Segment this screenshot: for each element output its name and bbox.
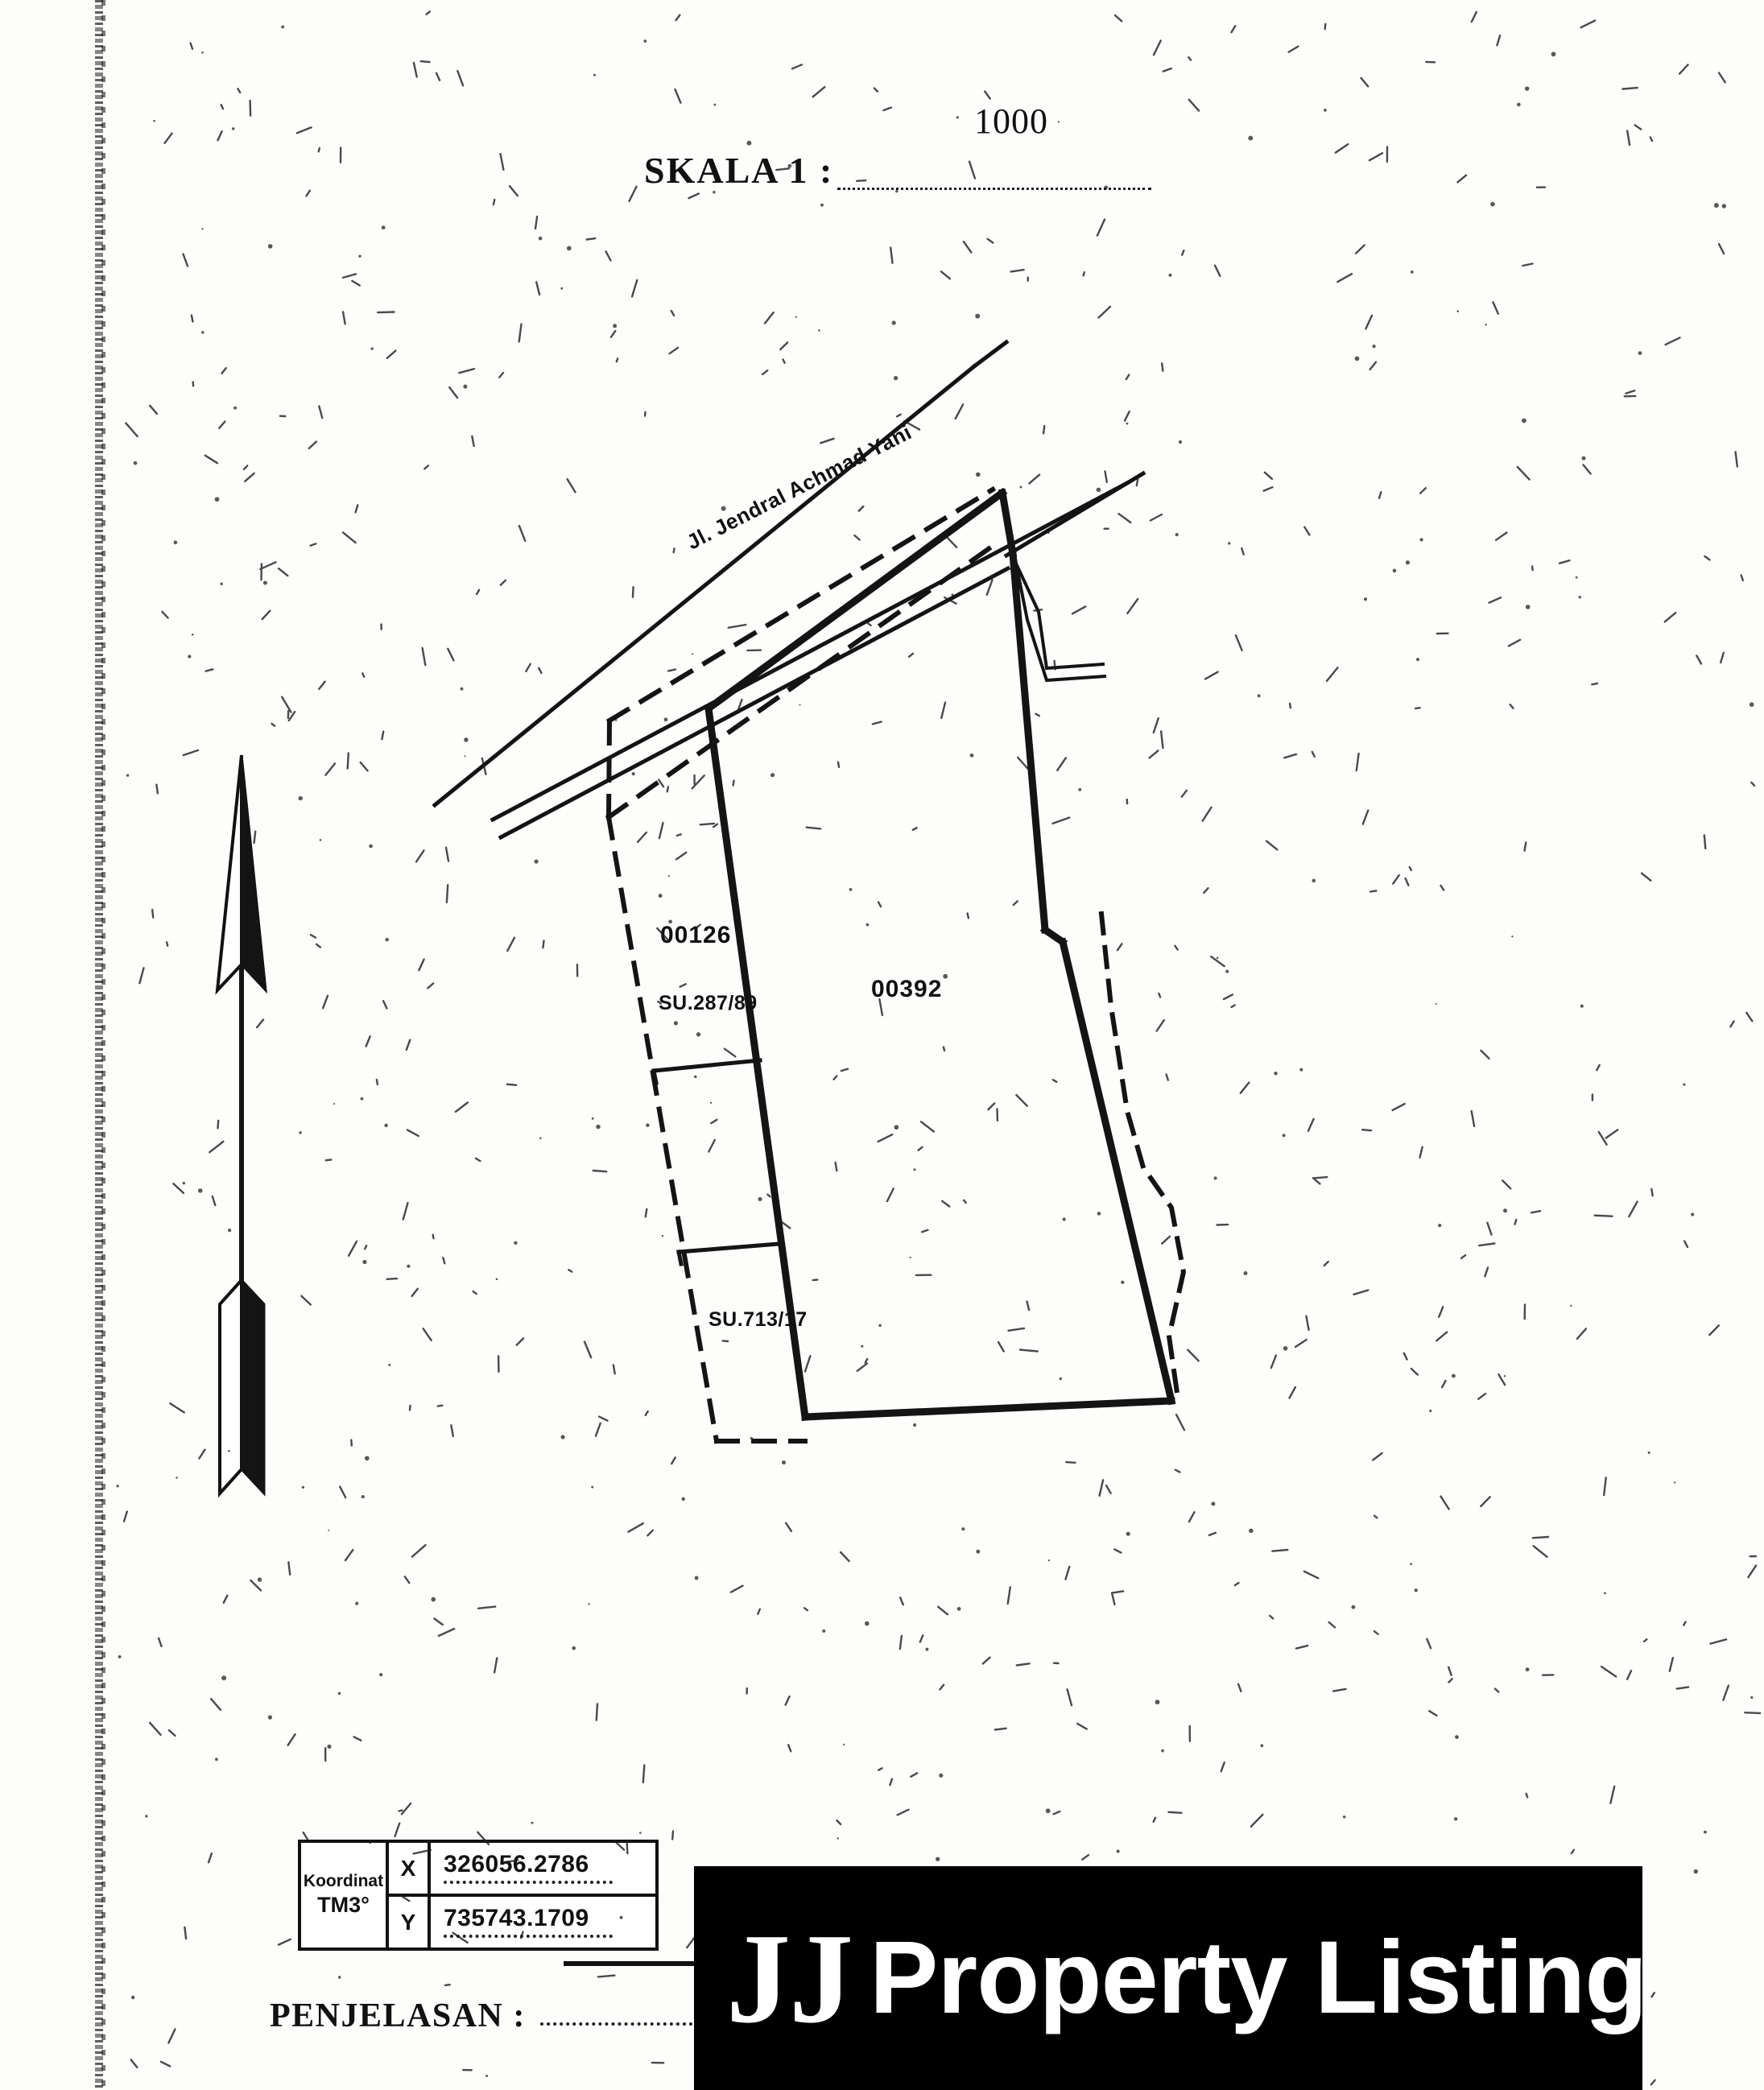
parcel-boundary-east-lower [1058, 937, 1176, 1406]
scan-edge-artifact [95, 0, 103, 2090]
survey-ref-su287: SU.287/89 [659, 992, 758, 1014]
survey-ref-su713: SU.713/17 [708, 1308, 808, 1331]
coordinate-value-y-dots [444, 1935, 613, 1938]
coordinate-value-row-y: 735743.1709 [431, 1897, 655, 1948]
watermark-banner: JJ Property Listing [694, 1866, 1642, 2090]
coordinate-value-row-x: 326056.2786 [431, 1843, 655, 1897]
watermark-text: Property Listing [870, 1920, 1642, 2035]
coordinate-system-cell: Koordinat TM3° [301, 1843, 389, 1948]
parcel-number-00392: 00392 [871, 976, 943, 1002]
scale-dotted-rule [837, 188, 1151, 190]
coordinate-value-x: 326056.2786 [444, 1851, 589, 1877]
coordinate-axis-column: X Y [389, 1843, 431, 1948]
scale-value: 1000 [974, 101, 1048, 141]
coordinate-value-x-dots [444, 1881, 613, 1884]
axis-label-y: Y [400, 1909, 416, 1935]
subdivision-line-1 [651, 1058, 762, 1073]
parcel-boundary-east-upper [1009, 550, 1049, 934]
coordinate-table: Koordinat TM3° X Y 326056.2786 735743.17… [298, 1840, 659, 1951]
subdivision-line-2 [676, 1241, 782, 1254]
watermark-brand: JJ [726, 1906, 853, 2050]
penjelasan-label: PENJELASAN : [270, 1997, 526, 2034]
coordinate-system-line1: Koordinat [303, 1872, 384, 1890]
parcel-boundary-south [801, 1397, 1175, 1421]
parcel-number-00126: 00126 [660, 922, 732, 948]
coordinate-value-y: 735743.1709 [444, 1905, 589, 1931]
parcel-dashed-left [605, 814, 720, 1444]
coordinate-value-column: 326056.2786 735743.1709 [431, 1843, 655, 1948]
scan-edge-artifact-secondary [101, 0, 105, 2090]
north-arrow-icon [215, 754, 267, 1498]
axis-label-x: X [389, 1843, 428, 1897]
scale-label: SKALA 1 : [644, 150, 834, 191]
coordinate-system-line2: TM3° [317, 1893, 370, 1918]
scale-heading: SKALA 1 : 1000 [644, 101, 1151, 192]
